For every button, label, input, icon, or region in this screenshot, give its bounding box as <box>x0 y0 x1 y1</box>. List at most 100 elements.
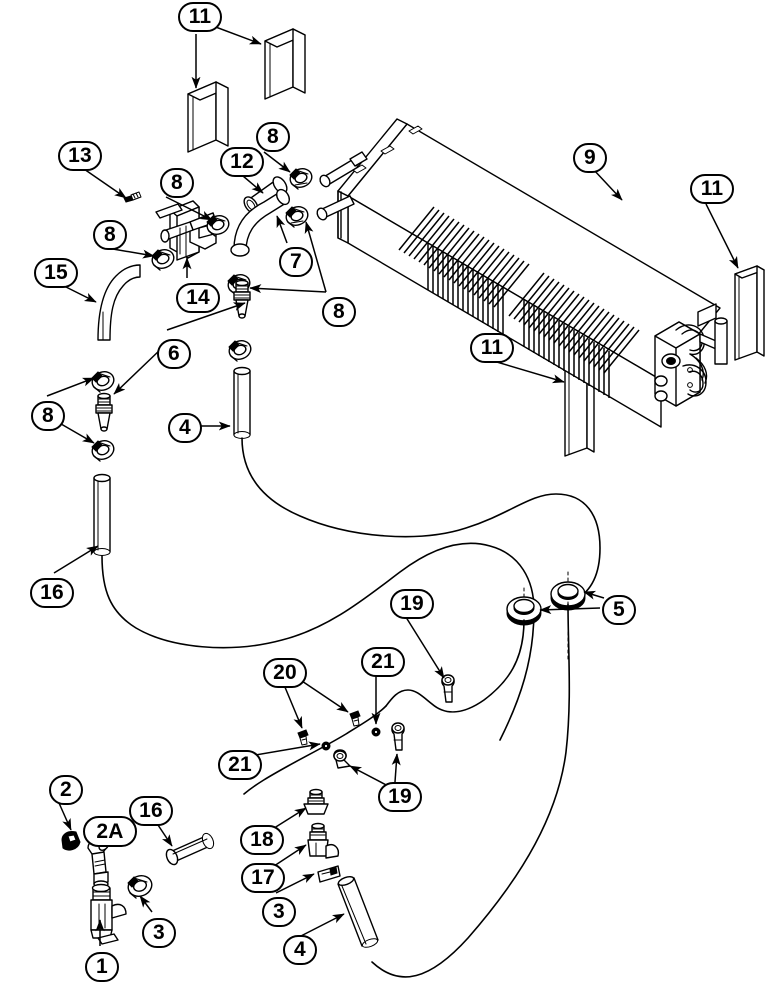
part-16-tube-bottom <box>165 832 215 866</box>
hose-route-upper <box>241 437 601 601</box>
callout-4-upper[interactable]: 4 <box>168 413 202 443</box>
callout-label: 21 <box>228 753 252 776</box>
callout-label: 8 <box>171 171 183 194</box>
callout-label: 8 <box>267 125 279 148</box>
callout-21-lower[interactable]: 21 <box>218 750 262 780</box>
part-21-washer-b <box>371 727 381 737</box>
part-5-grommet-left <box>506 596 542 626</box>
callout-label: 20 <box>273 661 297 684</box>
part-2-fitting-cap <box>61 831 81 851</box>
part-8-hose-clamp-b <box>285 206 309 228</box>
callout-2[interactable]: 2 <box>49 775 83 805</box>
callout-15[interactable]: 15 <box>34 258 78 288</box>
hose-route-bottom <box>243 705 387 795</box>
part-17-fitting <box>307 822 340 859</box>
callout-11-right[interactable]: 11 <box>690 174 734 204</box>
callout-8-right[interactable]: 8 <box>322 297 356 327</box>
part-15-hose-curved <box>97 264 141 341</box>
callout-label: 8 <box>333 300 345 323</box>
part-16-tube-left <box>93 473 111 556</box>
part-19-hose-clip-left <box>333 749 351 769</box>
part-7-hose-bend <box>230 188 291 257</box>
callout-label: 16 <box>40 581 64 604</box>
heater-core-manifold <box>654 303 728 407</box>
part-8-hose-clamp-c <box>206 215 230 237</box>
part-6-fitting-nipple-upper <box>233 279 251 319</box>
part-13-screw <box>123 191 142 203</box>
part-19-hose-clip-upper <box>441 674 455 703</box>
callout-2a[interactable]: 2A <box>83 816 137 847</box>
callout-8-valve[interactable]: 8 <box>160 168 194 198</box>
callout-11-mid[interactable]: 11 <box>470 333 514 363</box>
part-19-hose-clip-lower <box>391 722 405 751</box>
callout-16-left[interactable]: 16 <box>30 578 74 608</box>
callout-5[interactable]: 5 <box>602 595 636 625</box>
part-3-hose-clamp-left <box>127 875 153 899</box>
callout-19-upper[interactable]: 19 <box>390 589 434 619</box>
callout-label: 17 <box>251 866 275 889</box>
callout-label: 21 <box>371 650 395 673</box>
callout-label: 19 <box>400 592 424 615</box>
callout-13[interactable]: 13 <box>58 141 102 171</box>
callout-label: 9 <box>584 146 596 169</box>
hose-route-mid-lower <box>385 619 525 713</box>
callout-8-left[interactable]: 8 <box>93 220 127 250</box>
callout-label: 18 <box>250 828 274 851</box>
part-12-hose-straight <box>243 176 288 214</box>
callout-12[interactable]: 12 <box>220 147 264 177</box>
part-8-hose-clamp-f <box>228 340 252 362</box>
callout-label: 1 <box>96 955 108 978</box>
callout-label: 11 <box>480 336 504 359</box>
part-21-washer-a <box>321 741 331 751</box>
heater-core-fins-top-b <box>508 272 640 374</box>
callout-3-left[interactable]: 3 <box>142 918 176 948</box>
callout-label: 11 <box>700 177 724 200</box>
part-18-fitting-nut <box>303 788 329 815</box>
callout-3-right[interactable]: 3 <box>262 897 296 927</box>
callout-9[interactable]: 9 <box>573 143 607 173</box>
part-20-screw-b <box>349 710 361 727</box>
callout-16-bottom[interactable]: 16 <box>129 796 173 826</box>
part-8-hose-clamp-h <box>91 440 115 462</box>
callout-7[interactable]: 7 <box>279 247 313 277</box>
callout-label: 4 <box>294 938 306 961</box>
callout-label: 3 <box>273 900 285 923</box>
callout-20[interactable]: 20 <box>263 658 307 688</box>
callout-label: 13 <box>68 144 92 167</box>
hose-route-lower-left <box>101 542 535 741</box>
callout-label: 2A <box>96 819 124 843</box>
part-6-fitting-nipple-lower <box>95 392 113 432</box>
hose-route-right-long <box>371 603 571 978</box>
part-20-screw-a <box>297 729 309 746</box>
callout-11-top[interactable]: 11 <box>178 2 222 32</box>
part-8-hose-clamp-d <box>151 249 175 271</box>
callout-label: 5 <box>613 598 625 621</box>
callout-label: 12 <box>230 150 254 173</box>
callout-14[interactable]: 14 <box>176 283 220 313</box>
callout-21-upper[interactable]: 21 <box>361 647 405 677</box>
callout-6[interactable]: 6 <box>157 339 191 369</box>
part-8-hose-clamp-g <box>91 371 115 393</box>
callout-label: 11 <box>188 5 212 28</box>
callout-label: 8 <box>42 404 54 427</box>
callout-17[interactable]: 17 <box>241 863 285 893</box>
callout-18[interactable]: 18 <box>240 825 284 855</box>
callout-8-bottom[interactable]: 8 <box>31 401 65 431</box>
callout-label: 16 <box>139 799 163 822</box>
part-3-hose-clamp-right <box>317 865 341 883</box>
callout-4-lower[interactable]: 4 <box>283 935 317 965</box>
heater-core-fins-front-b <box>523 300 610 398</box>
part-4-tube-upper <box>233 366 251 439</box>
part-11-insulation-strip-right <box>734 265 765 361</box>
part-8-hose-clamp-a <box>289 168 313 190</box>
callout-label: 14 <box>186 286 210 309</box>
heater-core-fins-top-a <box>398 206 530 308</box>
callout-label: 8 <box>104 223 116 246</box>
callout-label: 6 <box>168 342 180 365</box>
part-9-heater-core <box>337 118 721 428</box>
heater-core-inlet-tubes <box>316 151 368 221</box>
callout-19-lower[interactable]: 19 <box>378 782 422 812</box>
callout-8-upper[interactable]: 8 <box>256 122 290 152</box>
callout-1[interactable]: 1 <box>85 952 119 982</box>
